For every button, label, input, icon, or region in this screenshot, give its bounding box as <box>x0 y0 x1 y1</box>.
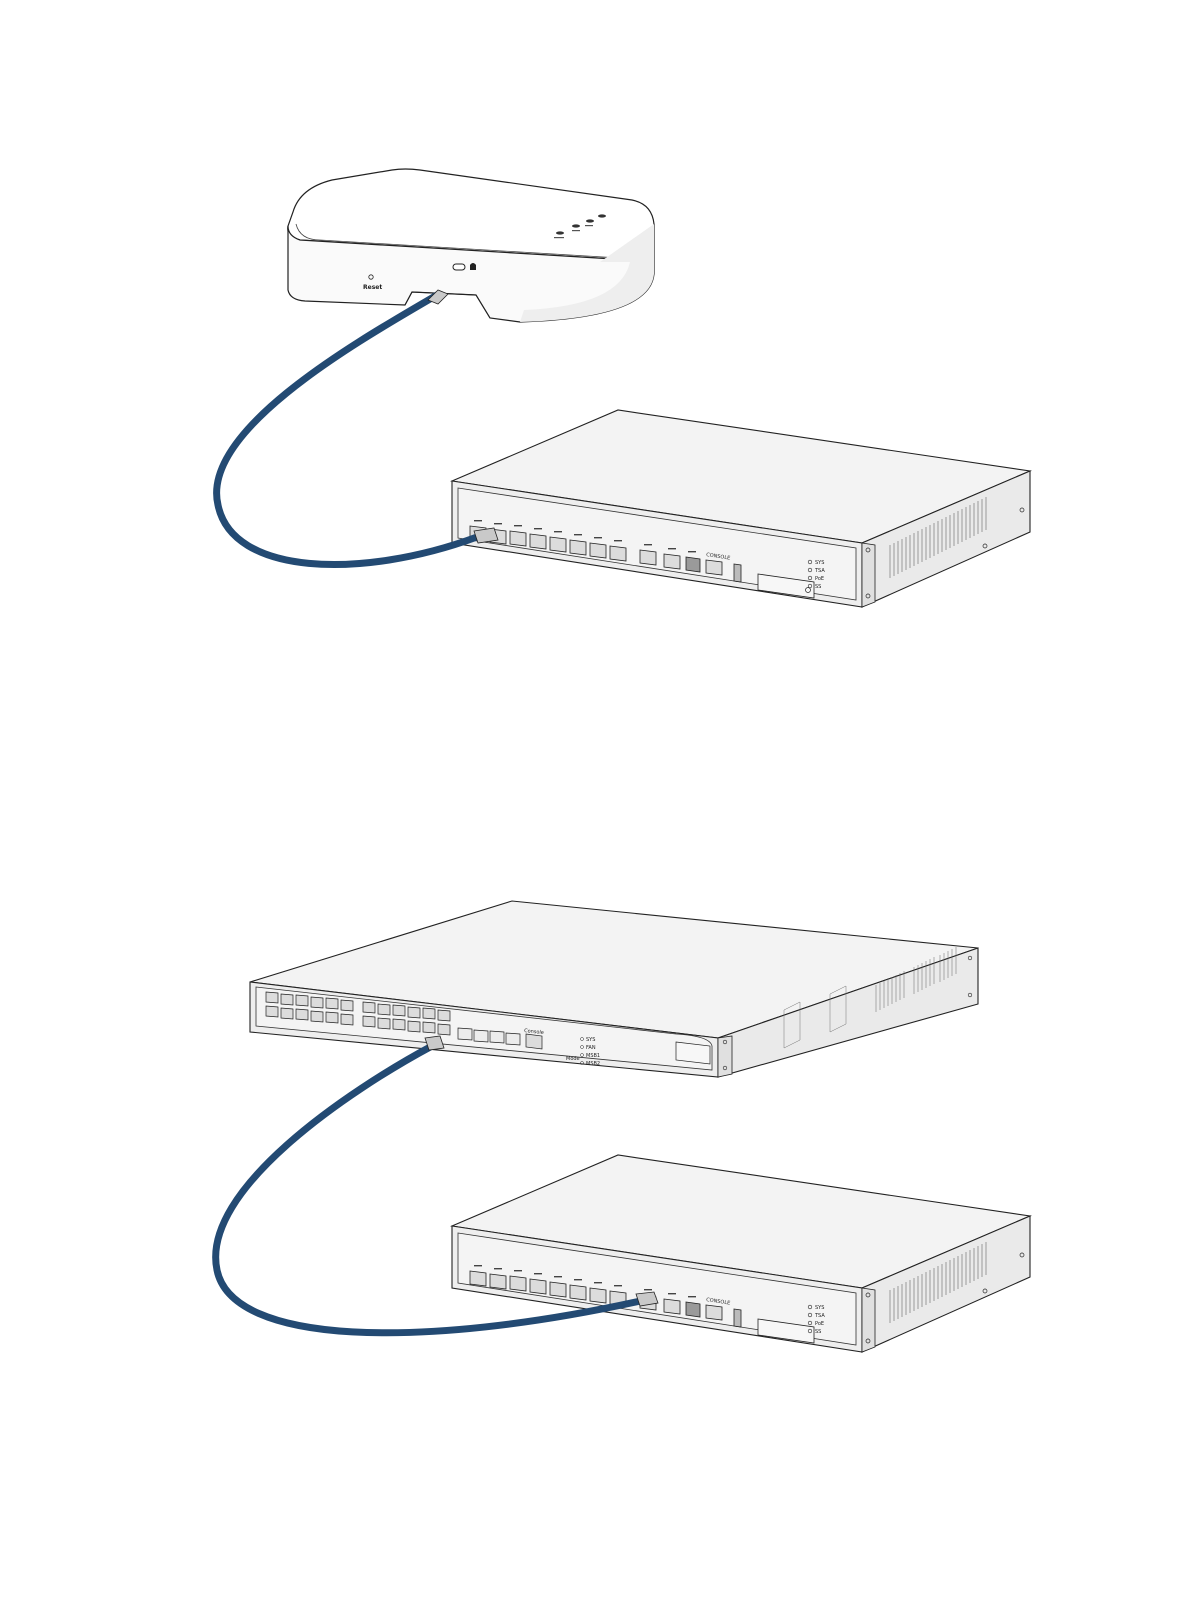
desktop-access-point: Reset <box>287 168 655 323</box>
led-label-1: SYS <box>815 1305 824 1311</box>
status-leds: SYS TSA PoE SS <box>807 559 825 590</box>
rack-switch: Console SYS FAN MSB1 MSB2 Mode <box>249 900 979 1078</box>
switch-led-label-2: FAN <box>586 1045 596 1051</box>
rj45-connector-router-2 <box>635 1291 659 1307</box>
side-vents <box>889 1242 987 1323</box>
scene-2: Console SYS FAN MSB1 MSB2 Mode <box>212 900 1033 1353</box>
led-label-4: SS <box>815 1329 821 1335</box>
switch-ports-bank-1 <box>265 991 354 1026</box>
lock-slot-icon <box>470 263 476 270</box>
side-vents <box>889 497 987 578</box>
console-label: CONSOLE <box>706 552 731 562</box>
status-leds: SYS TSA PoE SS <box>807 1304 825 1335</box>
rack-router-1: CONSOLE SYS TSA PoE SS <box>450 409 1033 608</box>
console-label-switch: Console <box>524 1028 544 1036</box>
usb-c-port-icon <box>452 263 466 271</box>
rj45-connector-router-1 <box>473 527 499 544</box>
reset-hole-icon <box>368 274 374 280</box>
rj45-connector-ap <box>427 289 449 305</box>
ethernet-ports <box>469 525 742 583</box>
switch-led-label-1: SYS <box>586 1037 595 1043</box>
scene-1: Reset <box>213 168 1033 608</box>
led-indicators <box>556 214 606 235</box>
reset-label: Reset <box>363 284 382 291</box>
led-label-2: TSA <box>814 1313 825 1319</box>
network-cable-2 <box>212 1042 649 1337</box>
rack-router-2: CONSOLE SYS TSA PoE SS <box>450 1154 1033 1353</box>
led-label-3: PoE <box>815 576 824 582</box>
network-cable-1 <box>213 291 481 569</box>
switch-status-leds: SYS FAN MSB1 MSB2 Mode <box>566 1037 600 1067</box>
console-label-router-2: CONSOLE <box>706 1297 731 1307</box>
ethernet-ports <box>469 1270 742 1328</box>
switch-led-label-4: MSB2 <box>586 1061 600 1067</box>
led-label-3: PoE <box>815 1321 824 1327</box>
switch-led-label-3: MSB1 <box>586 1053 600 1059</box>
switch-ports-bank-2 <box>362 1001 451 1036</box>
led-label-4: SS <box>815 584 821 590</box>
sfp-ports <box>457 1027 543 1050</box>
side-vents <box>783 985 847 1049</box>
led-label-1: SYS <box>815 560 824 566</box>
led-label-2: TSA <box>814 568 825 574</box>
rj45-connector-switch <box>424 1035 445 1051</box>
mode-label: Mode <box>566 1056 580 1062</box>
